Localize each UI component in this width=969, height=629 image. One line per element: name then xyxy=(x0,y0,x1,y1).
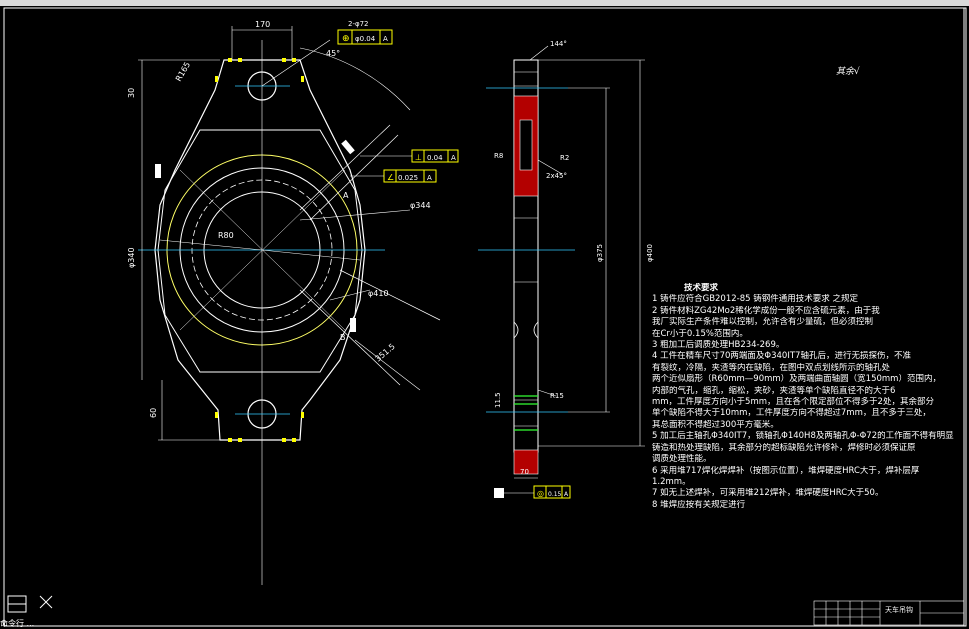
slot-edge-2 xyxy=(309,134,399,221)
note-line: 1 铸件应符合GB2012-85 铸钢件通用技术要求 之规定 xyxy=(652,294,858,305)
dim-top-angle-text: 144° xyxy=(550,40,567,48)
datum-marker-b xyxy=(350,318,356,332)
dim-inner-text: φ375 xyxy=(596,244,604,262)
datum-label-a: A xyxy=(343,191,349,200)
tol-frame-1-symbol: ⊕ xyxy=(342,34,350,44)
note-line: 6 采用堆717焊化焊焊补（按图示位置），堆焊硬度HRC大于，焊补层厚 xyxy=(652,465,920,476)
command-line[interactable]: 命令行 ... xyxy=(0,619,35,628)
front-outline xyxy=(154,59,366,441)
technical-requirements: 技术要求 1 铸件应符合GB2012-85 铸钢件通用技术要求 之规定 2 铸件… xyxy=(652,283,969,511)
note-line: 在Cr小于0.15%范围内。 xyxy=(652,328,748,339)
weld-marks-top xyxy=(215,58,304,82)
note-line: 4 工件在精车尺寸70两端面及Φ340IT7轴孔后，进行无损探伤，不准 xyxy=(652,351,911,362)
dim-outer-arc xyxy=(299,47,411,111)
tol-side-datum: A xyxy=(564,491,569,498)
side-hatch-bottom xyxy=(513,449,539,475)
side-notch-mid xyxy=(513,321,539,339)
datum-marker-a xyxy=(155,164,161,178)
dim-leader-hole xyxy=(329,289,371,301)
note-line: 1.2mm。 xyxy=(652,476,691,487)
dim-radius-text: R165 xyxy=(174,60,192,83)
front-view: 170 30 φ340 60 R165 45° R80 φ344 φ410 35… xyxy=(127,20,459,585)
front-inner-contour xyxy=(157,129,363,373)
tol-frame-2-symbol: ⊥ xyxy=(415,153,422,162)
tol-side-symbol: ◎ xyxy=(537,489,544,498)
note-line: 8 堆焊应按有关规定进行 xyxy=(652,499,746,510)
dim-r2-text: R2 xyxy=(560,154,569,162)
dim-chamfer-text: 2x45° xyxy=(546,172,567,180)
note-line: 两个近似扇形（R60mm—90mm）及两端曲面轴圆（宽150mm）范围内， xyxy=(652,374,941,385)
dim-angle-text: 45° xyxy=(326,49,340,58)
note-line: 铸造和热处理缺陷，其余部分的超标缺陷允许修补，焊修时必须保证原 xyxy=(652,442,916,453)
roughness-note: 其余√ xyxy=(836,64,860,77)
ucs-icon xyxy=(7,595,53,613)
dim-r15-text: R15 xyxy=(550,392,564,400)
dim-left-bottom-text: 60 xyxy=(149,408,158,418)
dim-overall-text: φ400 xyxy=(646,244,654,262)
dim-bore-text: φ344 xyxy=(410,201,431,210)
slot-edge-4 xyxy=(339,269,441,321)
note-line: 7 如无上述焊补，可采用堆212焊补，堆焊硬度HRC大于50。 xyxy=(652,488,884,499)
note-line: 2 铸件材料ZG42Mo2稀化学成份一般不应含硫元素，由于我 xyxy=(652,305,880,316)
dim-leader-chamfer xyxy=(537,159,563,175)
note-line: mm，工件厚度方向小于5mm，且在各个限定部位不得多于2处，其余部分 xyxy=(652,397,934,408)
notes-title: 技术要求 xyxy=(684,283,719,293)
note-line: 内部的气孔，缩孔，缩松，夹砂，夹渣等单个缺陷直径不的大于6 xyxy=(652,385,896,396)
window-top-bar xyxy=(0,0,969,6)
tol-frame-1-datum: A xyxy=(383,35,388,43)
title-block-name: 天车吊钩 xyxy=(885,606,913,614)
tol-frame-3-value: 0.025 xyxy=(398,174,418,182)
side-hatch-inner xyxy=(519,119,533,171)
dim-leader-r15 xyxy=(537,389,557,397)
note-line: 调质处理性能。 xyxy=(652,454,712,465)
note-line: 3 粗加工后调质处理HB234-269。 xyxy=(652,340,785,351)
tolerance-frame-side xyxy=(494,485,571,499)
tolerance-frame-1 xyxy=(337,29,393,45)
dim-leader-45 xyxy=(261,39,331,87)
dim-center-text: R80 xyxy=(218,231,234,240)
dim-width-text: 70 xyxy=(520,468,529,476)
note-line: 其总面积不得超过300平方毫米。 xyxy=(652,419,779,430)
dim-height-text: φ340 xyxy=(127,247,136,268)
note-line: 我厂实际生产条件难以控制，允许含有少量硫，但必须控制 xyxy=(652,317,874,328)
dim-leader-bore xyxy=(299,209,411,221)
datum-label-b: B xyxy=(340,333,346,342)
title-block-grid xyxy=(813,600,965,626)
weld-marks-bottom xyxy=(215,412,304,442)
dim-r8-text: R8 xyxy=(494,152,503,160)
tol-frame-1-value: φ0.04 xyxy=(355,35,376,43)
dim-slot-text: 351.5 xyxy=(374,342,397,364)
dim-top-text: 170 xyxy=(255,20,270,29)
dim-bottom-left-text: 11.5 xyxy=(494,392,502,408)
tol-frame-3-symbol: ∠ xyxy=(387,173,394,182)
dim-leader-top xyxy=(529,45,549,61)
slot-edge-1 xyxy=(299,124,391,211)
tol-position-text: 2-φ72 xyxy=(348,20,369,28)
tolerance-frame-3 xyxy=(350,169,437,183)
note-line: 5 加工后主轴孔Φ340IT7，锁轴孔Φ140H8及两轴孔Φ-Φ72的工作面不得… xyxy=(652,431,954,442)
datum-marker-c xyxy=(341,139,355,155)
dim-left-top-text: 30 xyxy=(127,88,136,98)
dim-leader-slot xyxy=(354,339,421,391)
radial-line-4 xyxy=(261,249,361,261)
roughness-symbol-icon: √ xyxy=(854,67,860,77)
tolerance-frame-2 xyxy=(360,149,459,163)
drawing-frame xyxy=(3,7,967,627)
slot-edge-3 xyxy=(299,289,401,386)
radial-line-3 xyxy=(159,239,263,251)
note-line: 有裂纹，冷隔，夹渣等内在缺陷，在图中双点划线所示的轴孔处 xyxy=(652,362,891,373)
tol-frame-2-value: 0.04 xyxy=(427,154,443,162)
side-view: 144° R8 R2 2x45° φ400 φ375 70 R15 11.5 ◎… xyxy=(478,40,654,499)
tol-frame-2-datum: A xyxy=(451,154,456,162)
roughness-text: 其余 xyxy=(836,67,855,77)
note-line: 单个缺陷不得大于10mm，工件厚度方向不得超过7mm，且不多于三处， xyxy=(652,408,931,419)
tol-side-value: 0.15 xyxy=(548,491,562,498)
dim-hole-text: φ410 xyxy=(368,289,389,298)
tol-frame-3-datum: A xyxy=(427,174,432,182)
